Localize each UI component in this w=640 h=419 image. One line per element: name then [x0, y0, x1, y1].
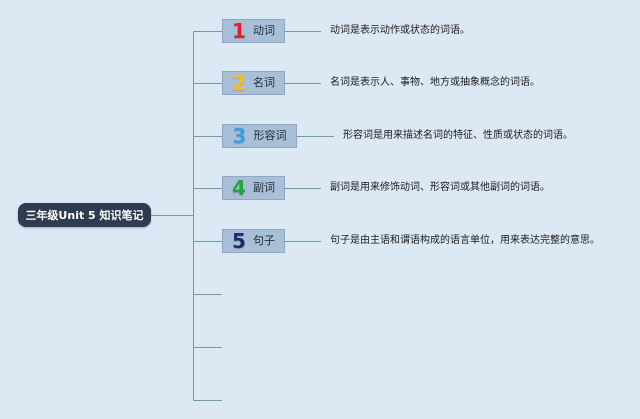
- branch-description-5[interactable]: 句子是由主语和谓语构成的语言单位，用来表达完整的意思。: [330, 235, 600, 246]
- branch-topic-2[interactable]: 2 名词: [222, 71, 285, 95]
- branch-number-2: 2: [232, 71, 246, 95]
- branch-topic-5[interactable]: 5 句子: [222, 229, 285, 253]
- branch-number-5: 5: [232, 229, 246, 253]
- branch-description-4[interactable]: 副词是用来修饰动词、形容词或其他副词的词语。: [330, 182, 550, 193]
- branch-label-5: 句子: [252, 234, 275, 247]
- branch-topic-4[interactable]: 4 副词: [222, 176, 285, 200]
- branch-description-2[interactable]: 名词是表示人、事物、地方或抽象概念的词语。: [330, 77, 540, 88]
- branch-topic-1[interactable]: 1 动词: [222, 19, 285, 43]
- branch-description-1[interactable]: 动词是表示动作或状态的词语。: [330, 25, 470, 36]
- branch-number-3: 3: [232, 124, 247, 148]
- branch-label-2: 名词: [252, 76, 275, 89]
- branch-description-3[interactable]: 形容词是用来描述名词的特征、性质或状态的词语。: [343, 130, 573, 141]
- branch-label-3: 形容词: [253, 129, 287, 142]
- root-topic[interactable]: 三年级Unit 5 知识笔记: [18, 203, 151, 227]
- branch-topic-3[interactable]: 3 形容词: [222, 124, 297, 148]
- branch-label-4: 副词: [252, 181, 275, 194]
- branch-number-4: 4: [232, 176, 246, 200]
- root-topic-label: 三年级Unit 5 知识笔记: [25, 209, 144, 222]
- branch-number-1: 1: [232, 19, 246, 43]
- branch-label-1: 动词: [252, 24, 275, 37]
